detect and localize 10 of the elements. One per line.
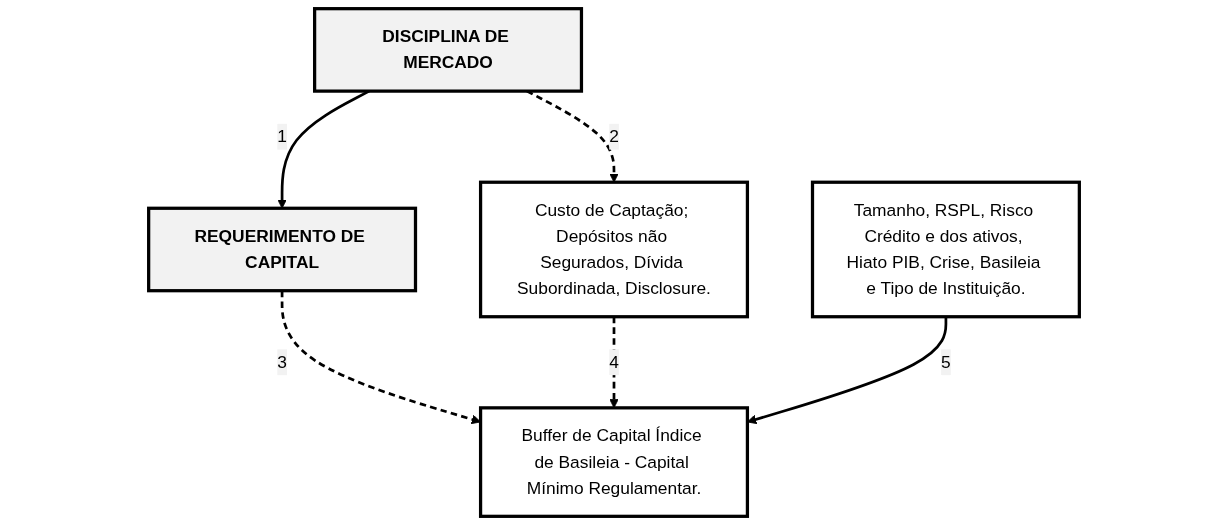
- node-box: REQUERIMENTO DE CAPITAL: [147, 206, 418, 293]
- edge-label: 4: [609, 352, 619, 371]
- node-box: Buffer de Capital Índice de Basileia - Capital Mínimo Regulamentar.: [478, 406, 750, 518]
- edge-label: 5: [941, 352, 951, 371]
- edge-label: 2: [609, 126, 619, 146]
- edge-label: 1: [277, 126, 287, 146]
- node-box: Custo de Captação; Depósitos não Segurados, Dívida Subordinada, Disclosure.: [478, 180, 750, 319]
- node-box: DISCIPLINA DE MERCADO: [313, 7, 584, 93]
- node-box: Tamanho, RSPL, Risco Crédito e dos ativos, Hiato PIB, Crise, Basileia e Tipo de Instituição.: [810, 180, 1081, 319]
- edge-label: 3: [277, 352, 287, 371]
